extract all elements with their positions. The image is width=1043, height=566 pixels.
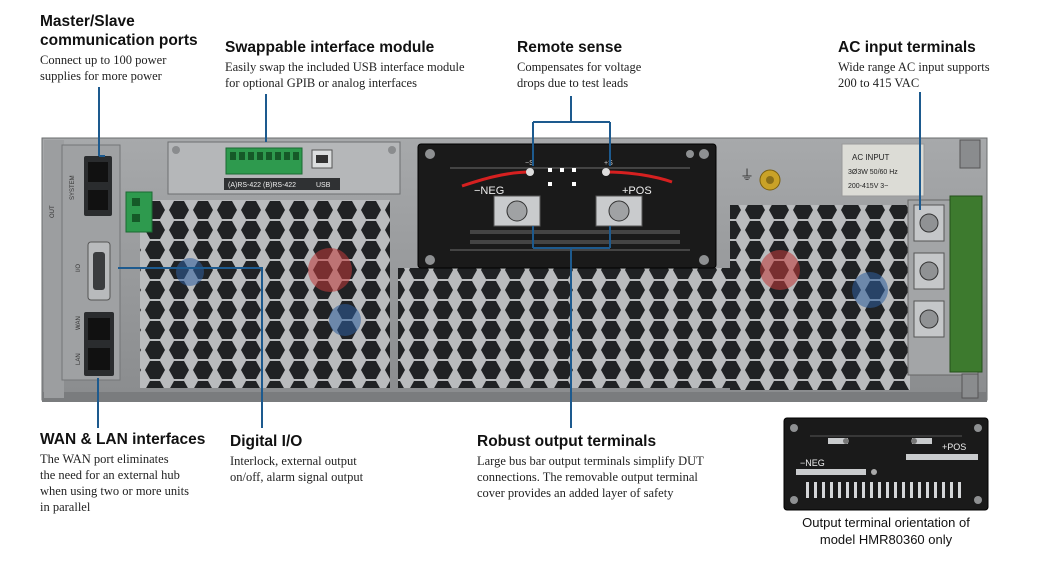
sense-wire-pos — [605, 170, 673, 184]
svg-text:⏚: ⏚ — [740, 167, 754, 183]
neg-terminal-label: −NEG — [474, 185, 504, 197]
output-terminal-cover[interactable]: −NEG +POS −S +S — [417, 143, 717, 269]
ground-stud[interactable]: ⏚ — [740, 167, 781, 191]
pos-bus-bar — [595, 195, 643, 227]
callout-ac-input-desc-2: 200 to 415 VAC — [838, 76, 920, 90]
callout-digital-io: Digital I/O Interlock, external output o… — [230, 432, 410, 485]
ac-input-terminals[interactable] — [907, 139, 983, 399]
usb-label: USB — [316, 182, 331, 189]
module-port-label: (A)RS-422 (B)RS-422 — [228, 182, 296, 189]
inset-terminal-orientation: −NEG +POS — [783, 417, 989, 511]
callout-wan-lan-desc-3: when using two or more units — [40, 484, 189, 498]
inset-caption-line-1: Output terminal orientation of — [802, 515, 970, 530]
callout-master-slave-title-1: Master/Slave — [40, 13, 135, 30]
out-label: OUT — [50, 205, 56, 218]
ac-input-spec-1: 3Ø3W 50/60 Hz — [848, 169, 898, 176]
callout-wan-lan-desc-4: in parallel — [40, 500, 91, 514]
callout-interface-module: Swappable interface module Easily swap t… — [225, 38, 495, 91]
callout-wan-lan: WAN & LAN interfaces The WAN port elimin… — [40, 430, 230, 515]
leader-lines — [97, 87, 921, 428]
callout-interface-module-desc-2: for optional GPIB or analog interfaces — [225, 76, 417, 90]
callout-master-slave-desc-2: supplies for more power — [40, 69, 162, 83]
green-terminal-block[interactable] — [125, 191, 153, 233]
system-label: SYSTEM — [70, 175, 76, 200]
callout-ac-input: AC input terminals Wide range AC input s… — [838, 38, 1038, 91]
callout-digital-io-desc-2: on/off, alarm signal output — [230, 470, 364, 484]
ac-input-plate: AC INPUT 3Ø3W 50/60 Hz 200-415V 3~ — [841, 143, 925, 197]
callout-wan-lan-desc-2: the need for an external hub — [40, 468, 180, 482]
lan-label: LAN — [76, 353, 82, 365]
wan-lan-ports[interactable]: WAN LAN — [76, 312, 114, 376]
callout-output-terminals-title: Robust output terminals — [477, 433, 657, 450]
callout-ac-input-title: AC input terminals — [838, 39, 976, 56]
vent-grille — [140, 200, 910, 390]
callout-interface-module-title: Swappable interface module — [225, 39, 435, 56]
callout-ac-input-desc-1: Wide range AC input supports — [838, 60, 990, 74]
inset-pos-label: +POS — [942, 442, 966, 452]
callout-master-slave-title-2: communication ports — [40, 32, 198, 49]
leader-master-slave — [98, 87, 105, 157]
leader-output-terminals — [532, 226, 611, 428]
callout-remote-sense-desc-2: drops due to test leads — [517, 76, 629, 90]
inset-neg-label: −NEG — [800, 458, 825, 468]
port-panel: SYSTEM OUT IN I/O WAN LAN — [50, 144, 153, 381]
ac-input-spec-2: 200-415V 3~ — [848, 183, 888, 190]
inset-caption: Output terminal orientation of model HMR… — [780, 514, 992, 548]
digital-io-connector[interactable]: I/O — [76, 241, 111, 301]
callout-remote-sense: Remote sense Compensates for voltage dro… — [517, 38, 687, 91]
leader-digital-io — [118, 267, 263, 428]
inset-caption-line-2: model HMR80360 only — [819, 532, 953, 547]
leader-remote-sense — [532, 96, 611, 166]
callout-remote-sense-title: Remote sense — [517, 39, 623, 56]
interface-module[interactable]: (A)RS-422 (B)RS-422 USB — [167, 141, 401, 195]
ac-input-plate-title: AC INPUT — [852, 153, 889, 162]
callout-interface-module-desc-1: Easily swap the included USB interface m… — [225, 60, 465, 74]
pos-terminal-label: +POS — [622, 185, 652, 197]
callout-master-slave: Master/Slave communication ports Connect… — [40, 12, 230, 84]
sense-plus-label: +S — [604, 160, 613, 167]
callout-output-terminals: Robust output terminals Large bus bar ou… — [477, 432, 757, 501]
io-label: I/O — [76, 264, 82, 272]
callout-output-terminals-desc-1: Large bus bar output terminals simplify … — [477, 454, 704, 468]
callout-remote-sense-desc-1: Compensates for voltage — [517, 60, 642, 74]
callout-digital-io-title: Digital I/O — [230, 433, 303, 450]
callout-wan-lan-title: WAN & LAN interfaces — [40, 431, 206, 448]
callout-output-terminals-desc-3: cover provides an added layer of safety — [477, 486, 674, 500]
callout-output-terminals-desc-2: connections. The removable output termin… — [477, 470, 698, 484]
neg-bus-bar — [493, 195, 541, 227]
master-slave-ports[interactable] — [84, 156, 112, 216]
sense-minus-label: −S — [525, 160, 534, 167]
callout-digital-io-desc-1: Interlock, external output — [230, 454, 357, 468]
callout-wan-lan-desc-1: The WAN port eliminates — [40, 452, 169, 466]
callout-master-slave-desc-1: Connect up to 100 power — [40, 53, 167, 67]
fan-glimpses — [176, 248, 888, 336]
wan-label: WAN — [76, 316, 82, 330]
sense-wire-neg — [461, 170, 531, 188]
